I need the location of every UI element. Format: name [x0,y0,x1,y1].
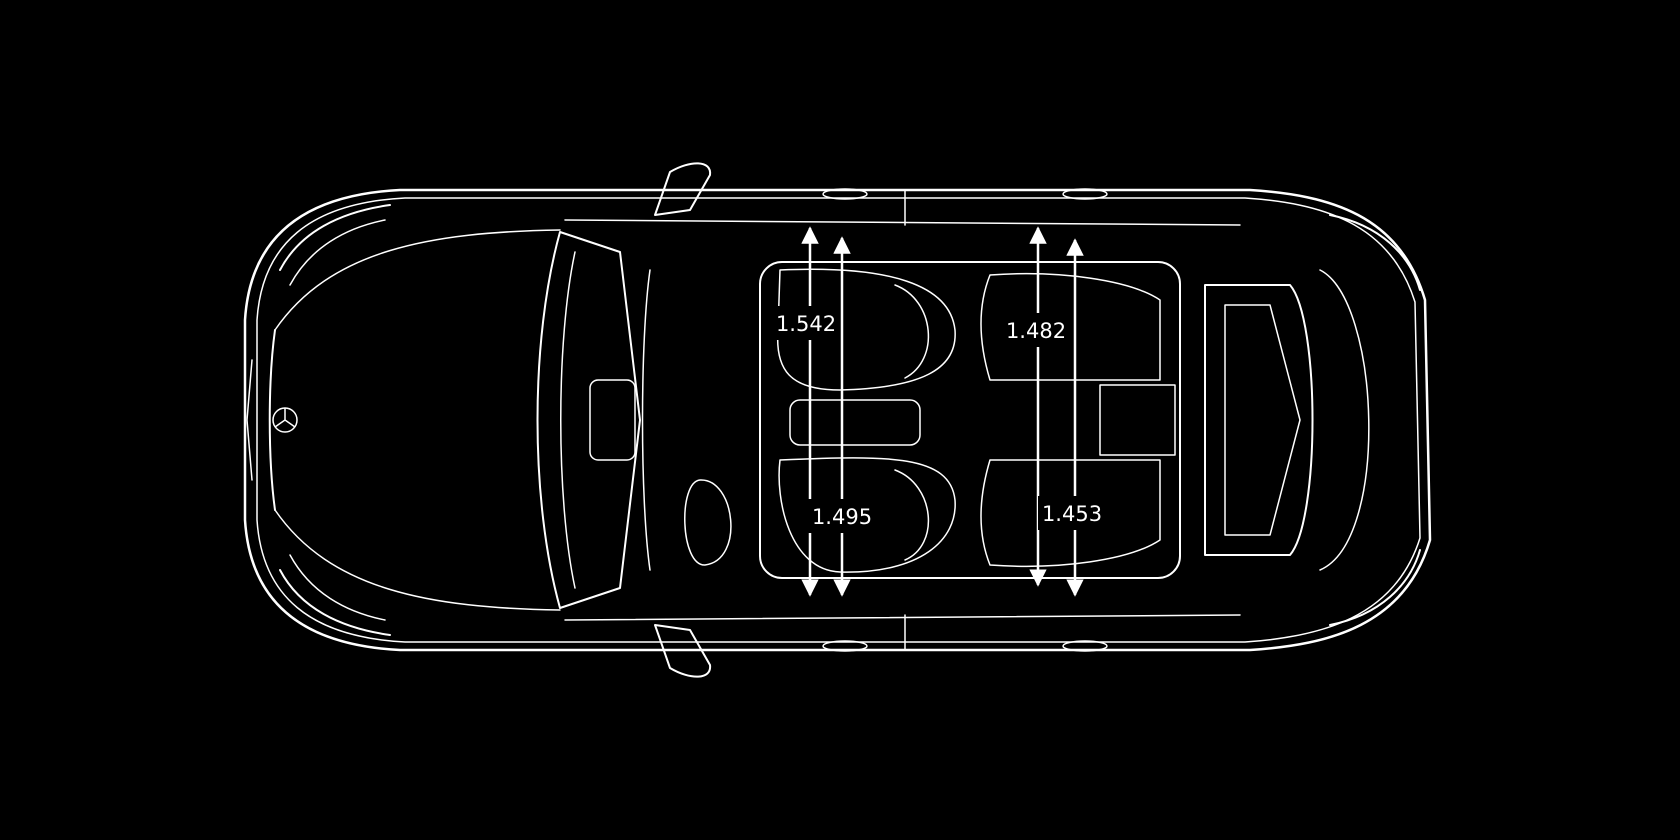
front-seat-left-back [894,284,930,379]
roof-rail-upper [564,219,1241,226]
rear-elbow-label: 1.453 [1042,502,1102,526]
hood-crease-lower [274,509,561,611]
roof-rail-lower [564,614,1241,621]
front-shoulder-label-bg [772,306,840,340]
car-body-outline [243,188,1432,652]
center-console [789,399,921,446]
steering-wheel [684,479,732,566]
instrument-cluster [589,379,636,461]
taillight-upper [1329,214,1421,291]
headlight-lower-inner [289,554,386,621]
rear-elbow-label-bg [1038,496,1106,530]
windshield [536,231,641,609]
front-seat-right [778,457,956,573]
headlight-upper-inner [289,219,386,286]
headlight-upper [279,204,391,271]
taillight-lower [1329,549,1421,626]
side-mirror-lower [654,624,712,678]
front-elbow-label: 1.495 [812,505,872,529]
mercedes-star-icon [272,407,298,433]
door-handle-rear-lower [1062,640,1108,652]
windshield-inner [560,251,576,589]
glass-roof [759,261,1181,579]
rear-shoulder-label-bg [1002,313,1070,347]
front-seat-left [776,268,956,391]
rear-seat-left [980,273,1161,381]
rear-window-inner [1224,304,1301,536]
door-handle-rear-upper [1062,188,1108,200]
front-elbow-label-bg [808,499,876,533]
side-mirror-upper [654,162,712,216]
rear-shoulder-label: 1.482 [1006,319,1066,343]
front-seat-right-back [894,469,930,561]
car-body-inner-outline [256,197,1421,643]
headlight-lower [279,569,391,636]
rear-deck [1319,269,1370,571]
hood-crease-upper [274,229,561,331]
door-handle-front-upper [822,188,868,200]
door-handle-front-lower [822,640,868,652]
rear-seat-right [980,459,1161,567]
rear-window [1204,284,1314,556]
rear-seat-center [1099,384,1176,456]
front-shoulder-label: 1.542 [776,312,836,336]
hood-edge [268,329,276,511]
dashboard [641,269,651,571]
front-grille [246,359,253,481]
